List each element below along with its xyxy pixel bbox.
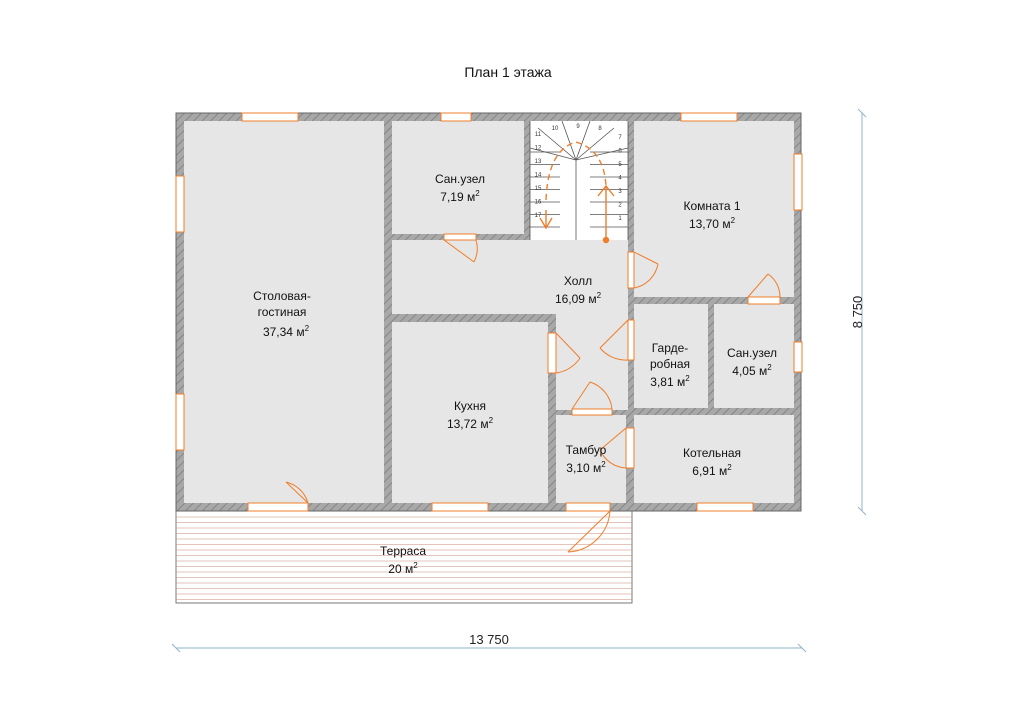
staircase: 11 12 13 14 15 16 17 7 6 5 4 3 2 1 10 9 8 — [529, 120, 629, 244]
floor-room1 — [634, 121, 794, 297]
floor-wardrobe — [634, 304, 708, 408]
room-area: 13,70 м2 — [689, 216, 736, 231]
stair-step-number: 14 — [535, 173, 542, 179]
windows — [175, 112, 803, 512]
floor-boiler — [634, 415, 794, 503]
floor-stairs — [530, 121, 628, 240]
window — [175, 175, 185, 233]
dimension-lines — [171, 108, 867, 653]
room-label-bath2: Сан.узел 4,05 м2 — [727, 346, 777, 378]
dimension-height: 8 750 — [850, 296, 865, 329]
window — [793, 153, 803, 211]
stair-step-number: 17 — [535, 213, 542, 219]
room-label-kitchen: Кухня 13,72 м2 — [447, 399, 494, 431]
room-label-bath1: Сан.узел 7,19 м2 — [435, 172, 485, 204]
floor-hall-lower — [556, 314, 628, 410]
floor-bath2 — [714, 304, 794, 408]
window — [696, 502, 754, 512]
window — [175, 393, 185, 451]
room-area: 3,10 м2 — [566, 460, 606, 475]
floor-vestibule — [556, 415, 626, 503]
terrace — [175, 510, 633, 604]
room-area: 20 м2 — [388, 561, 418, 576]
room-area: 37,34 м2 — [263, 324, 310, 339]
room-name: робная — [650, 357, 690, 371]
stair-step-number: 16 — [535, 200, 542, 206]
doors — [247, 233, 781, 553]
room-label-terrace: Терраса 20 м2 — [380, 544, 426, 576]
dimension-width: 13 750 — [469, 632, 509, 647]
floor-bath1 — [392, 121, 524, 234]
window — [440, 112, 472, 122]
floor-kitchen — [392, 322, 548, 503]
plan-title: План 1 этажа — [464, 64, 552, 80]
stair-step-number: 11 — [535, 132, 542, 138]
window — [241, 112, 299, 122]
room-floors — [184, 121, 794, 503]
room-name: Сан.узел — [435, 172, 485, 186]
room-label-living: Столовая-гостиная 37,34 м2 — [253, 289, 311, 339]
stair-step-number: 2 — [618, 203, 622, 209]
stair-step-number: 5 — [618, 162, 622, 168]
stair-treads — [529, 120, 629, 240]
stair-step-number: 10 — [552, 126, 559, 132]
room-area: 6,91 м2 — [692, 463, 732, 478]
terrace-boards — [176, 516, 632, 600]
room-label-room1: Комната 1 13,70 м2 — [684, 199, 741, 231]
stair-step-number: 9 — [576, 124, 580, 130]
floor-hall — [392, 240, 628, 314]
stair-step-number: 4 — [618, 176, 622, 182]
room-area: 13,72 м2 — [447, 416, 494, 431]
stair-step-number: 15 — [535, 186, 542, 192]
room-label-hall: Холл 16,09 м2 — [555, 274, 602, 306]
room-name: Сан.узел — [727, 346, 777, 360]
room-label-vestibule: Тамбур 3,10 м2 — [566, 443, 607, 475]
window — [793, 341, 803, 373]
stair-step-number: 3 — [618, 189, 622, 195]
room-name: Холл — [564, 274, 592, 288]
room-name: Комната 1 — [684, 199, 741, 213]
room-name: гостиная — [258, 305, 307, 319]
room-area: 3,81 м2 — [650, 374, 690, 389]
window — [680, 112, 738, 122]
stair-arrows — [539, 141, 615, 244]
stair-step-number: 13 — [535, 159, 542, 165]
stair-step-numbers: 11 12 13 14 15 16 17 7 6 5 4 3 2 1 10 9 8 — [535, 124, 623, 222]
room-area: 16,09 м2 — [555, 291, 602, 306]
room-label-boiler: Котельная 6,91 м2 — [683, 446, 741, 478]
floor-living — [184, 121, 384, 503]
room-area: 4,05 м2 — [732, 363, 772, 378]
room-labels: Столовая-гостиная 37,34 м2 Сан.узел 7,19 м2… — [253, 172, 777, 576]
window — [431, 502, 489, 512]
room-name: Терраса — [380, 544, 426, 558]
stair-step-number: 7 — [618, 135, 622, 141]
room-name: Гарде- — [652, 341, 689, 355]
room-name: Кухня — [454, 399, 486, 413]
stair-step-number: 8 — [598, 126, 602, 132]
room-label-wardrobe: Гарде-робная 3,81 м2 — [650, 341, 690, 389]
room-name: Столовая- — [253, 289, 311, 303]
stair-step-number: 1 — [618, 216, 622, 222]
room-name: Тамбур — [566, 443, 607, 457]
stair-step-number: 12 — [535, 146, 542, 152]
room-area: 7,19 м2 — [440, 189, 480, 204]
stair-step-number: 6 — [618, 149, 622, 155]
room-name: Котельная — [683, 446, 741, 460]
